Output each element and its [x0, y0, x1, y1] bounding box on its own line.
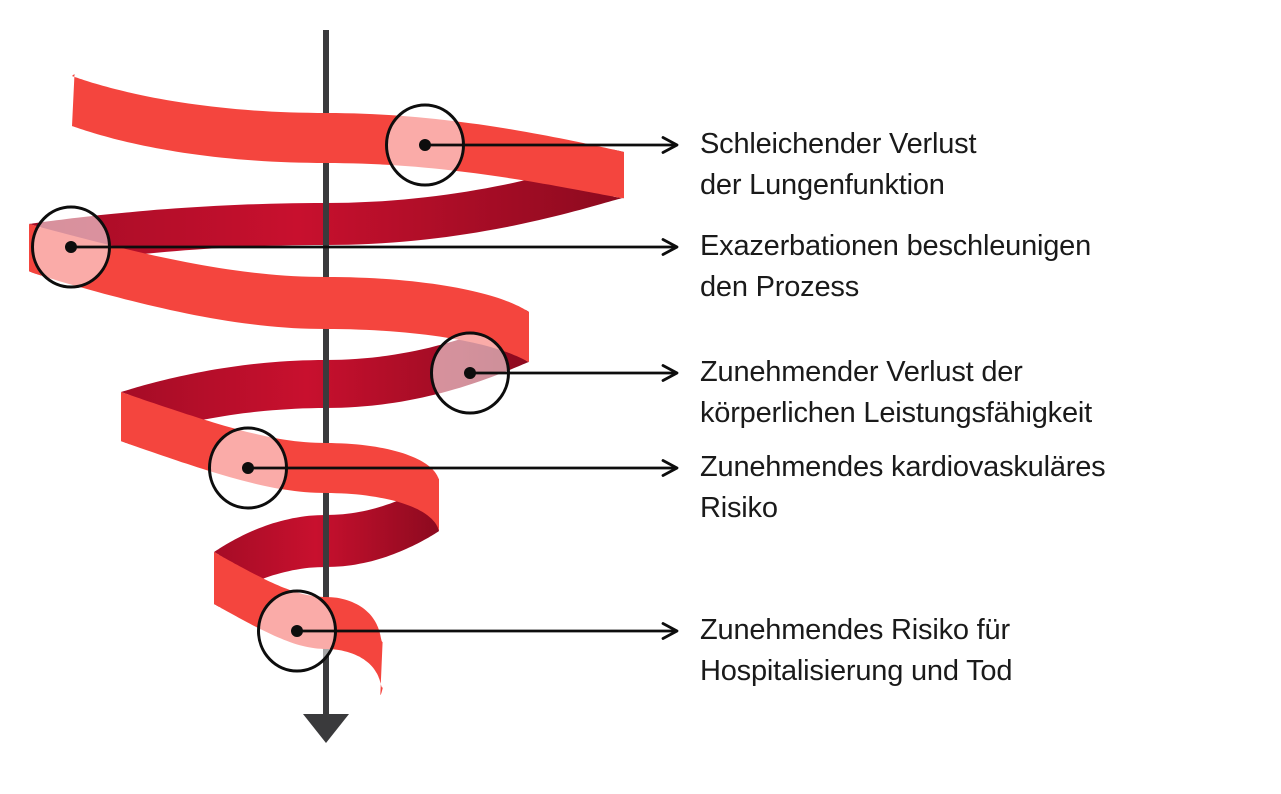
callout-4: [208, 426, 679, 510]
label-line: den Prozess: [700, 271, 859, 303]
connector-arrowhead-icon: [661, 136, 679, 154]
ribbon-front-turn-2: [29, 224, 529, 362]
callout-label-physical-capacity: Zunehmender Verlust der körperlichen Lei…: [700, 352, 1220, 434]
label-line: der Lungenfunktion: [700, 169, 945, 201]
label-line: Risiko: [700, 492, 778, 524]
marker-dot: [291, 625, 303, 637]
ribbon-front-turn-1: [72, 74, 624, 199]
label-line: Exazerbationen beschleunigen: [700, 230, 1092, 262]
marker-dot: [464, 367, 476, 379]
label-line: Schleichender Verlust: [700, 128, 977, 160]
label-line: Zunehmendes kardiovaskuläres: [700, 451, 1106, 483]
callout-label-cardiovascular-risk: Zunehmendes kardiovaskuläres Risiko: [700, 447, 1220, 529]
callout-1: [385, 103, 679, 187]
callout-label-hospitalisation-death: Zunehmendes Risiko für Hospitalisierung …: [700, 610, 1220, 692]
callout-3: [430, 331, 679, 415]
connector-arrowhead-icon: [661, 459, 679, 477]
callout-label-exacerbations: Exazerbationen beschleunigen den Prozess: [700, 226, 1220, 308]
label-line: Zunehmendes Risiko für: [700, 614, 1010, 646]
connector-arrowhead-icon: [661, 364, 679, 382]
callout-label-lung-function: Schleichender Verlust der Lungenfunktion: [700, 124, 1220, 206]
connector-arrowhead-icon: [661, 622, 679, 640]
callout-2: [31, 205, 679, 289]
label-line: Hospitalisierung und Tod: [700, 655, 1013, 687]
label-line: körperlichen Leistungsfähigkeit: [700, 397, 1092, 429]
marker-dot: [242, 462, 254, 474]
label-line: Zunehmender Verlust der: [700, 356, 1023, 388]
axis-arrowhead-icon: [303, 714, 349, 743]
connector-arrowhead-icon: [661, 238, 679, 256]
callout-5: [257, 589, 679, 673]
callout-markers: [31, 103, 679, 673]
marker-dot: [419, 139, 431, 151]
marker-dot: [65, 241, 77, 253]
